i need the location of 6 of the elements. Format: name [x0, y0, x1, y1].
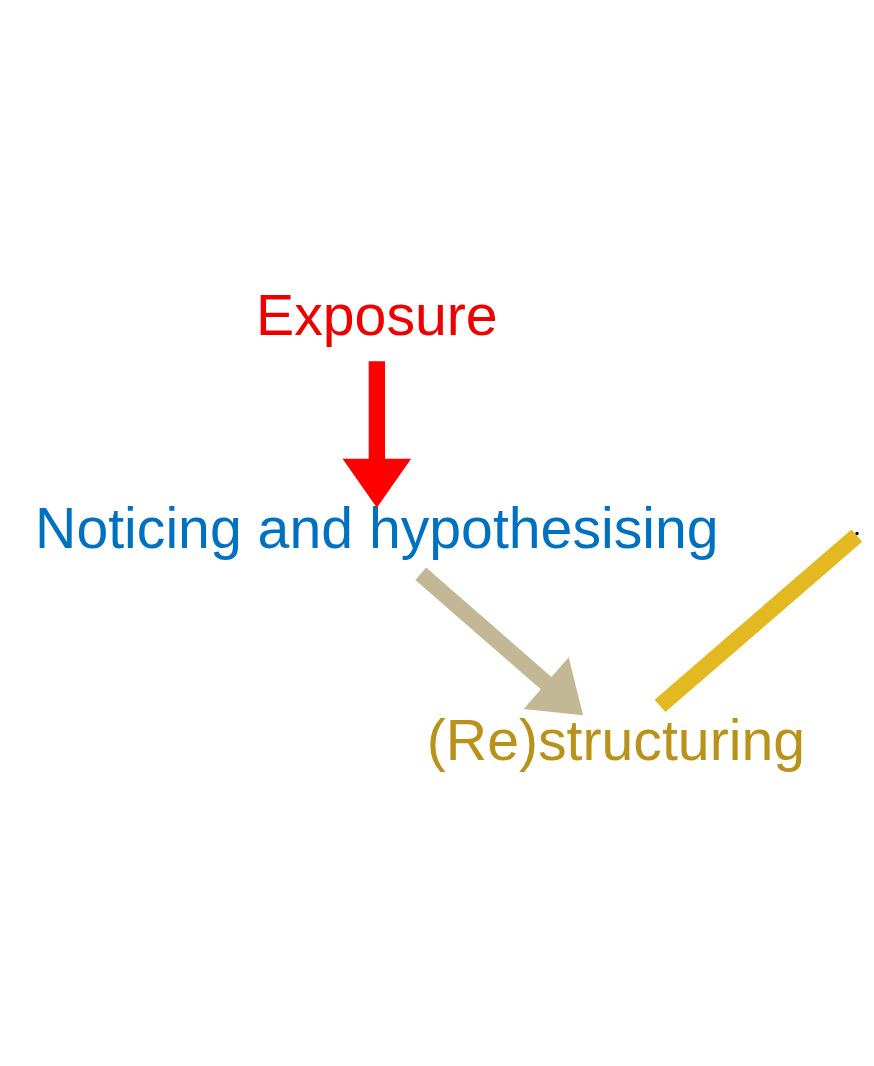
- node-text: Noticing and hypothesising: [35, 495, 719, 560]
- connector: [654, 529, 863, 712]
- arrow: [415, 567, 584, 715]
- node-text: Exposure: [256, 282, 498, 347]
- node-text: (Re)structuring: [426, 707, 805, 772]
- arrow: [342, 360, 412, 508]
